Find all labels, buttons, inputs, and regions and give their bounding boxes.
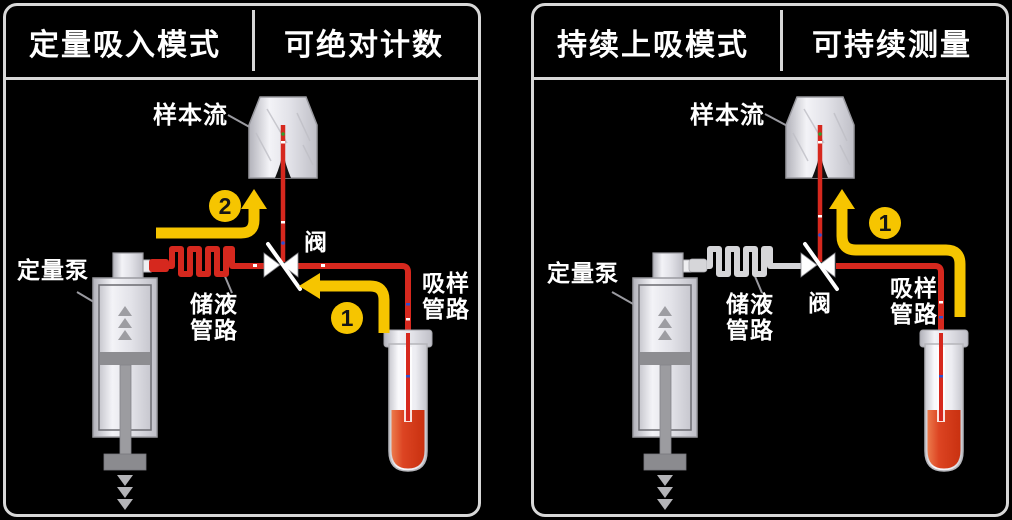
cell-speck: [406, 318, 410, 321]
reservoir-coil-icon: [169, 246, 265, 277]
valve-lever: [803, 242, 839, 291]
valve-icon: [263, 242, 302, 291]
pump-piston: [640, 352, 690, 365]
step-badge-2: 2: [209, 190, 241, 222]
header-separator: [531, 77, 1009, 80]
cell-speck: [321, 264, 325, 267]
reservoir-pointer-line: [753, 273, 763, 294]
label-sampling-tubing: 吸样管路: [422, 270, 470, 322]
label-reservoir-tubing: 储液管路: [190, 291, 238, 343]
pump-neck: [112, 252, 144, 281]
valve-lever: [266, 242, 302, 291]
cell-speck: [818, 132, 822, 136]
mode-feature: 可绝对计数: [284, 29, 444, 62]
cell-speck: [818, 233, 822, 237]
flow-up-arrows: [658, 306, 672, 340]
step1-arrow: [299, 273, 390, 333]
reservoir-coil-icon: [707, 246, 802, 277]
label-sample-stream: 样本流: [690, 102, 765, 129]
label-sample-stream: 样本流: [153, 102, 228, 129]
cell-speck: [939, 301, 943, 304]
header-divider: [252, 10, 255, 71]
cell-speck: [281, 141, 285, 144]
piston-rod: [659, 364, 672, 456]
pump-piston: [100, 352, 150, 365]
sample-tube-icon: [383, 329, 433, 472]
label-metering-pump: 定量泵: [547, 260, 619, 286]
cell-speck: [253, 264, 257, 267]
metering-pump-icon: [632, 252, 698, 510]
header-separator: [3, 77, 481, 80]
label-valve: 阀: [808, 290, 832, 316]
cell-speck: [281, 241, 285, 245]
label-metering-pump: 定量泵: [17, 257, 89, 283]
panel-quantitative-aspiration-mode: 定量吸入模式 可绝对计数 样本流 定量泵 储液管路 阀 吸样管路 2 1: [3, 3, 481, 517]
step-badge-1: 1: [331, 302, 363, 334]
tube-fitting: [688, 258, 708, 273]
reservoir-tubing-line: [140, 246, 265, 277]
blood-sample: [927, 410, 961, 469]
sample-stream-line: [280, 125, 286, 262]
piston-handle: [643, 453, 687, 471]
reservoir-tubing-line: [680, 246, 802, 277]
valve-icon: [800, 242, 839, 291]
piston-handle: [103, 453, 147, 471]
tube-fitting: [149, 259, 169, 272]
label-reservoir-tubing: 储液管路: [726, 291, 774, 343]
cell-speck: [818, 141, 822, 144]
plunger-down-arrows: [117, 475, 133, 510]
sample-tube-icon: [919, 329, 969, 472]
cell-speck: [939, 316, 943, 319]
pump-neck: [652, 252, 684, 281]
plunger-down-arrows: [657, 475, 673, 510]
cell-speck: [939, 375, 943, 378]
sampling-tubing-line: [297, 263, 411, 335]
cell-speck: [406, 375, 410, 378]
flow-diagram-quantitative: [76, 96, 433, 510]
sampling-tubing-line: [836, 263, 944, 335]
step2-arrow: [156, 189, 267, 239]
piston-rod: [119, 364, 132, 456]
mode-title: 持续上吸模式: [557, 29, 749, 62]
cell-speck: [281, 221, 285, 224]
cell-speck: [406, 303, 410, 306]
step-badge-1: 1: [869, 207, 901, 239]
cell-speck: [818, 215, 822, 218]
label-sampling-tubing: 吸样管路: [890, 275, 938, 327]
reservoir-pointer-line: [223, 273, 233, 294]
label-valve: 阀: [304, 229, 328, 255]
panel-continuous-aspiration-mode: 持续上吸模式 可持续测量 样本流 定量泵 储液管路 阀 吸样管路 1: [531, 3, 1009, 517]
blood-sample: [391, 410, 425, 469]
flow-diagram-continuous: [611, 96, 969, 510]
mode-title: 定量吸入模式: [29, 29, 221, 62]
cell-speck: [281, 132, 285, 136]
mode-feature: 可持续测量: [812, 29, 972, 62]
header-divider: [780, 10, 783, 71]
step1-arrow: [829, 189, 966, 317]
flow-up-arrows: [118, 306, 132, 340]
sample-stream-line: [817, 125, 823, 262]
metering-pump-icon: [92, 252, 158, 510]
